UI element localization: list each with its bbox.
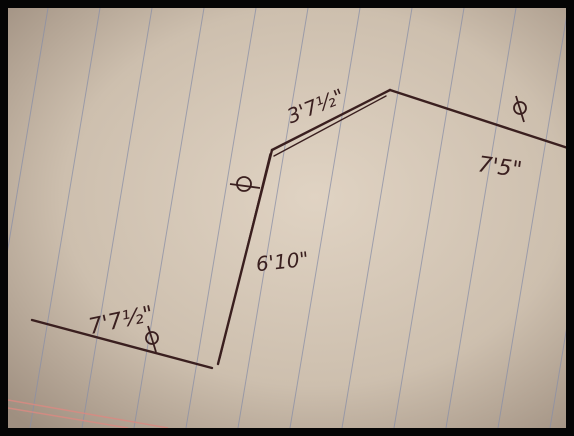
bottom-line xyxy=(30,318,214,370)
top-right-line xyxy=(388,88,566,149)
upper-slope-line xyxy=(270,88,392,152)
phi-marks xyxy=(145,95,527,353)
paper-background xyxy=(8,8,566,428)
roof-profile-sketch xyxy=(30,88,566,370)
notebook-sketch-photo: 3'7½" 7'5" 6'10" 7'7½" xyxy=(8,8,566,428)
ruled-lines xyxy=(8,8,566,428)
label-vertical: 6'10" xyxy=(255,247,310,276)
sketch-canvas: 3'7½" 7'5" 6'10" 7'7½" xyxy=(8,8,566,428)
margin-lines xyxy=(8,399,169,428)
label-top-right: 7'5" xyxy=(476,152,523,183)
